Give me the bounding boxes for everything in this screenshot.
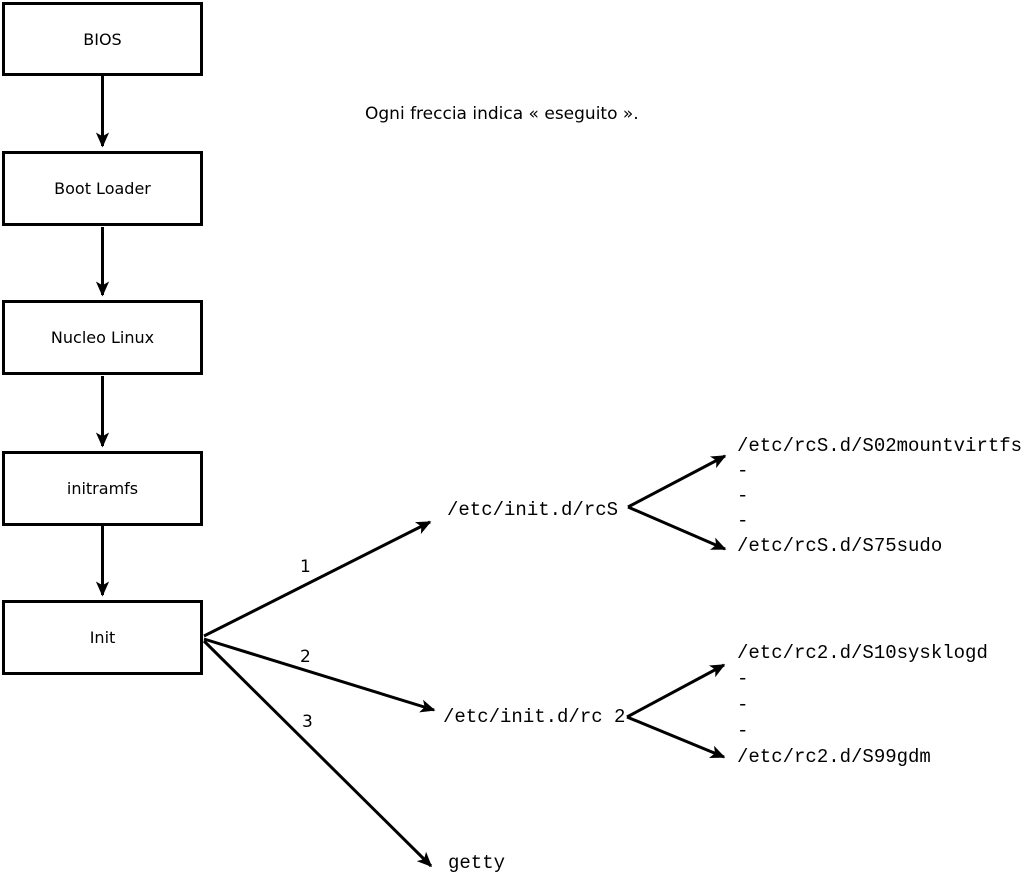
box-init-label: Init: [89, 628, 116, 647]
arrow-rcs-last: [627, 505, 727, 551]
box-initramfs-label: initramfs: [66, 479, 139, 498]
arrow-rcs-first: [627, 454, 727, 509]
rcs-script-ellipsis-dash: -: [737, 485, 749, 507]
arrow-rc2-last: [626, 715, 726, 759]
branch-3-number: 3: [302, 712, 313, 732]
label-init-d-rcs: /etc/init.d/rcS: [447, 499, 619, 521]
arrow-init-getty: [202, 639, 433, 868]
rcs-script-s75sudo: /etc/rcS.d/S75sudo: [737, 535, 943, 557]
box-linux-kernel-label: Nucleo Linux: [50, 328, 155, 347]
arrow-init-rcs: [203, 520, 432, 638]
rcs-script-s02mountvirtfs: /etc/rcS.d/S02mountvirtfs: [737, 435, 1023, 457]
rc2-script-s10sysklogd: /etc/rc2.d/S10sysklogd: [737, 642, 988, 664]
rc2-script-ellipsis-dash: -: [737, 720, 749, 742]
label-init-d-rc2: /etc/init.d/rc 2: [443, 706, 626, 728]
box-init: Init: [2, 600, 203, 675]
rcs-script-ellipsis-dash: -: [737, 460, 749, 482]
rc2-script-s99gdm: /etc/rc2.d/S99gdm: [737, 746, 931, 768]
box-bios-label: BIOS: [83, 29, 122, 49]
caption-legend: Ogni freccia indica « eseguito ».: [365, 104, 639, 124]
box-linux-kernel: Nucleo Linux: [2, 300, 203, 375]
rcs-script-ellipsis-dash: -: [737, 510, 749, 532]
box-boot-loader: Boot Loader: [2, 151, 203, 226]
branch-2-number: 2: [300, 647, 311, 667]
label-getty: getty: [448, 852, 506, 874]
rc2-script-ellipsis-dash: -: [737, 668, 749, 690]
arrow-rc2-first: [626, 663, 726, 719]
box-initramfs: initramfs: [2, 451, 203, 526]
box-bios: BIOS: [2, 2, 203, 76]
box-boot-loader-label: Boot Loader: [54, 179, 151, 198]
branch-1-number: 1: [300, 557, 311, 577]
rc2-script-ellipsis-dash: -: [737, 694, 749, 716]
arrow-init-rc2: [203, 637, 436, 713]
